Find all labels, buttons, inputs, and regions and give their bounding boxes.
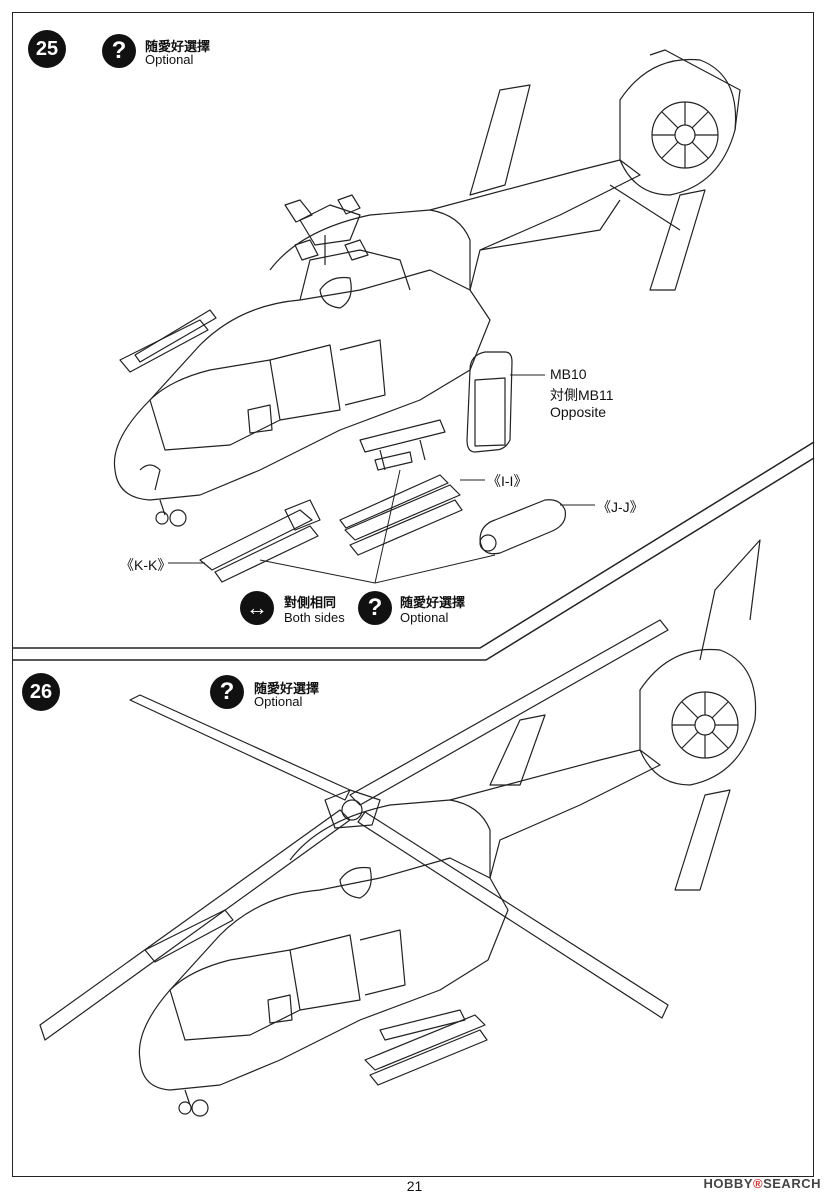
optional2-label-en: Optional — [400, 610, 449, 625]
callout-opposite-cn: 対側MB11 — [550, 387, 614, 403]
watermark-brand-b: SEARCH — [763, 1176, 821, 1191]
watermark-brand-a: HOBBY — [703, 1176, 753, 1191]
both-sides-label-cn: 對側相同 — [284, 595, 337, 610]
step26-optional-label-en: Optional — [254, 694, 303, 709]
step-divider-upper — [12, 441, 815, 649]
helicopter-step25 — [113, 49, 741, 584]
step26-optional-label-cn: 随愛好選擇 — [254, 681, 320, 696]
optional2-label-cn: 随愛好選擇 — [400, 595, 466, 610]
step-25-badge: 25 — [28, 30, 66, 68]
step-divider-lower — [12, 457, 815, 661]
page-number: 21 — [406, 1178, 423, 1194]
label-j-j: 《J-J》 — [597, 499, 644, 515]
label-k-k: 《K-K》 — [120, 557, 172, 573]
callout-part-mb10: MB10 — [550, 366, 587, 382]
page-frame — [12, 12, 814, 1177]
label-i-i: 《I-I》 — [487, 473, 528, 489]
double-arrow-icon: ↔ — [240, 591, 274, 625]
question-icon: ? — [210, 675, 244, 709]
step-26-badge: 26 — [22, 673, 60, 711]
hobbysearch-watermark: HOBBY®SEARCH — [704, 1176, 821, 1191]
helicopter-step26 — [39, 539, 761, 1117]
optional-label-cn: 随愛好選擇 — [145, 39, 211, 54]
watermark-mark: ® — [753, 1176, 764, 1191]
callout-opposite-en: Opposite — [550, 404, 607, 420]
question-icon: ? — [358, 591, 392, 625]
both-sides-label-en: Both sides — [284, 610, 345, 625]
question-icon: ? — [102, 34, 136, 68]
optional-label-en: Optional — [145, 52, 194, 67]
